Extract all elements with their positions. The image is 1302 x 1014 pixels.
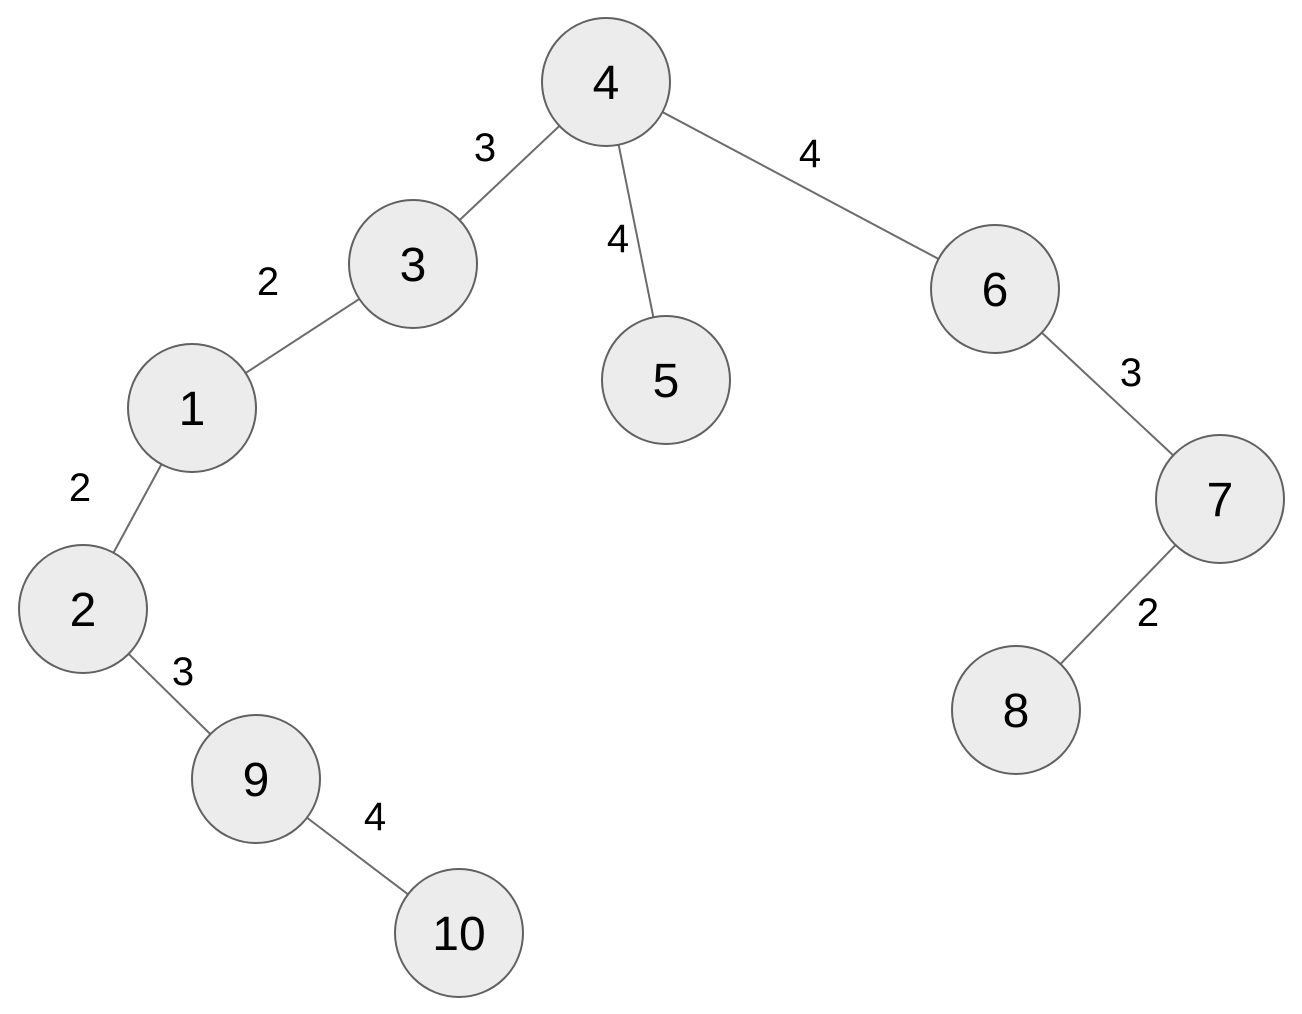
node-circle-9[interactable] <box>191 714 321 844</box>
edge-weight-label-9-10: 4 <box>364 795 386 839</box>
node-label-1: 1 <box>179 383 206 436</box>
graph-node-4[interactable]: 4 <box>541 17 671 147</box>
edge-weight-label-7-8: 2 <box>1137 591 1159 635</box>
node-circle-3[interactable] <box>348 199 478 329</box>
graph-node-3[interactable]: 3 <box>348 199 478 329</box>
graph-node-7[interactable]: 7 <box>1155 434 1285 564</box>
edge-line-4-6 <box>605 81 996 290</box>
node-label-2: 2 <box>70 584 97 637</box>
node-label-4: 4 <box>593 57 620 110</box>
node-circle-8[interactable] <box>951 645 1081 775</box>
node-circle-6[interactable] <box>930 224 1060 354</box>
edge-weight-label-4-6: 4 <box>799 132 821 176</box>
node-label-6: 6 <box>982 264 1009 317</box>
edge-weight-label-2-9: 3 <box>172 650 194 694</box>
nodes-layer: 1 2 3 4 5 6 7 8 9 10 <box>18 17 1285 998</box>
node-label-5: 5 <box>653 355 680 408</box>
edge-weight-label-6-7: 3 <box>1120 351 1142 395</box>
edge-weight-label-3-1: 2 <box>257 260 279 304</box>
node-label-10: 10 <box>432 908 485 961</box>
node-circle-4[interactable] <box>541 17 671 147</box>
node-circle-5[interactable] <box>601 315 731 445</box>
edge-weight-label-4-5: 4 <box>607 217 629 261</box>
graph-node-8[interactable]: 8 <box>951 645 1081 775</box>
graph-node-9[interactable]: 9 <box>191 714 321 844</box>
edge-labels-layer: 3 4 4 2 2 3 4 3 2 <box>69 126 1159 839</box>
node-label-3: 3 <box>400 239 427 292</box>
node-label-9: 9 <box>243 754 270 807</box>
graph-node-10[interactable]: 10 <box>394 868 524 998</box>
graph-node-1[interactable]: 1 <box>127 343 257 473</box>
edge-weight-label-1-2: 2 <box>69 466 91 510</box>
node-circle-7[interactable] <box>1155 434 1285 564</box>
node-circle-1[interactable] <box>127 343 257 473</box>
node-circle-10[interactable] <box>394 868 524 998</box>
graph-node-6[interactable]: 6 <box>930 224 1060 354</box>
node-circle-2[interactable] <box>18 544 148 674</box>
graph-node-2[interactable]: 2 <box>18 544 148 674</box>
edge-weight-label-4-3: 3 <box>474 126 496 170</box>
graph-node-5[interactable]: 5 <box>601 315 731 445</box>
node-label-8: 8 <box>1003 685 1030 738</box>
node-label-7: 7 <box>1207 474 1234 527</box>
